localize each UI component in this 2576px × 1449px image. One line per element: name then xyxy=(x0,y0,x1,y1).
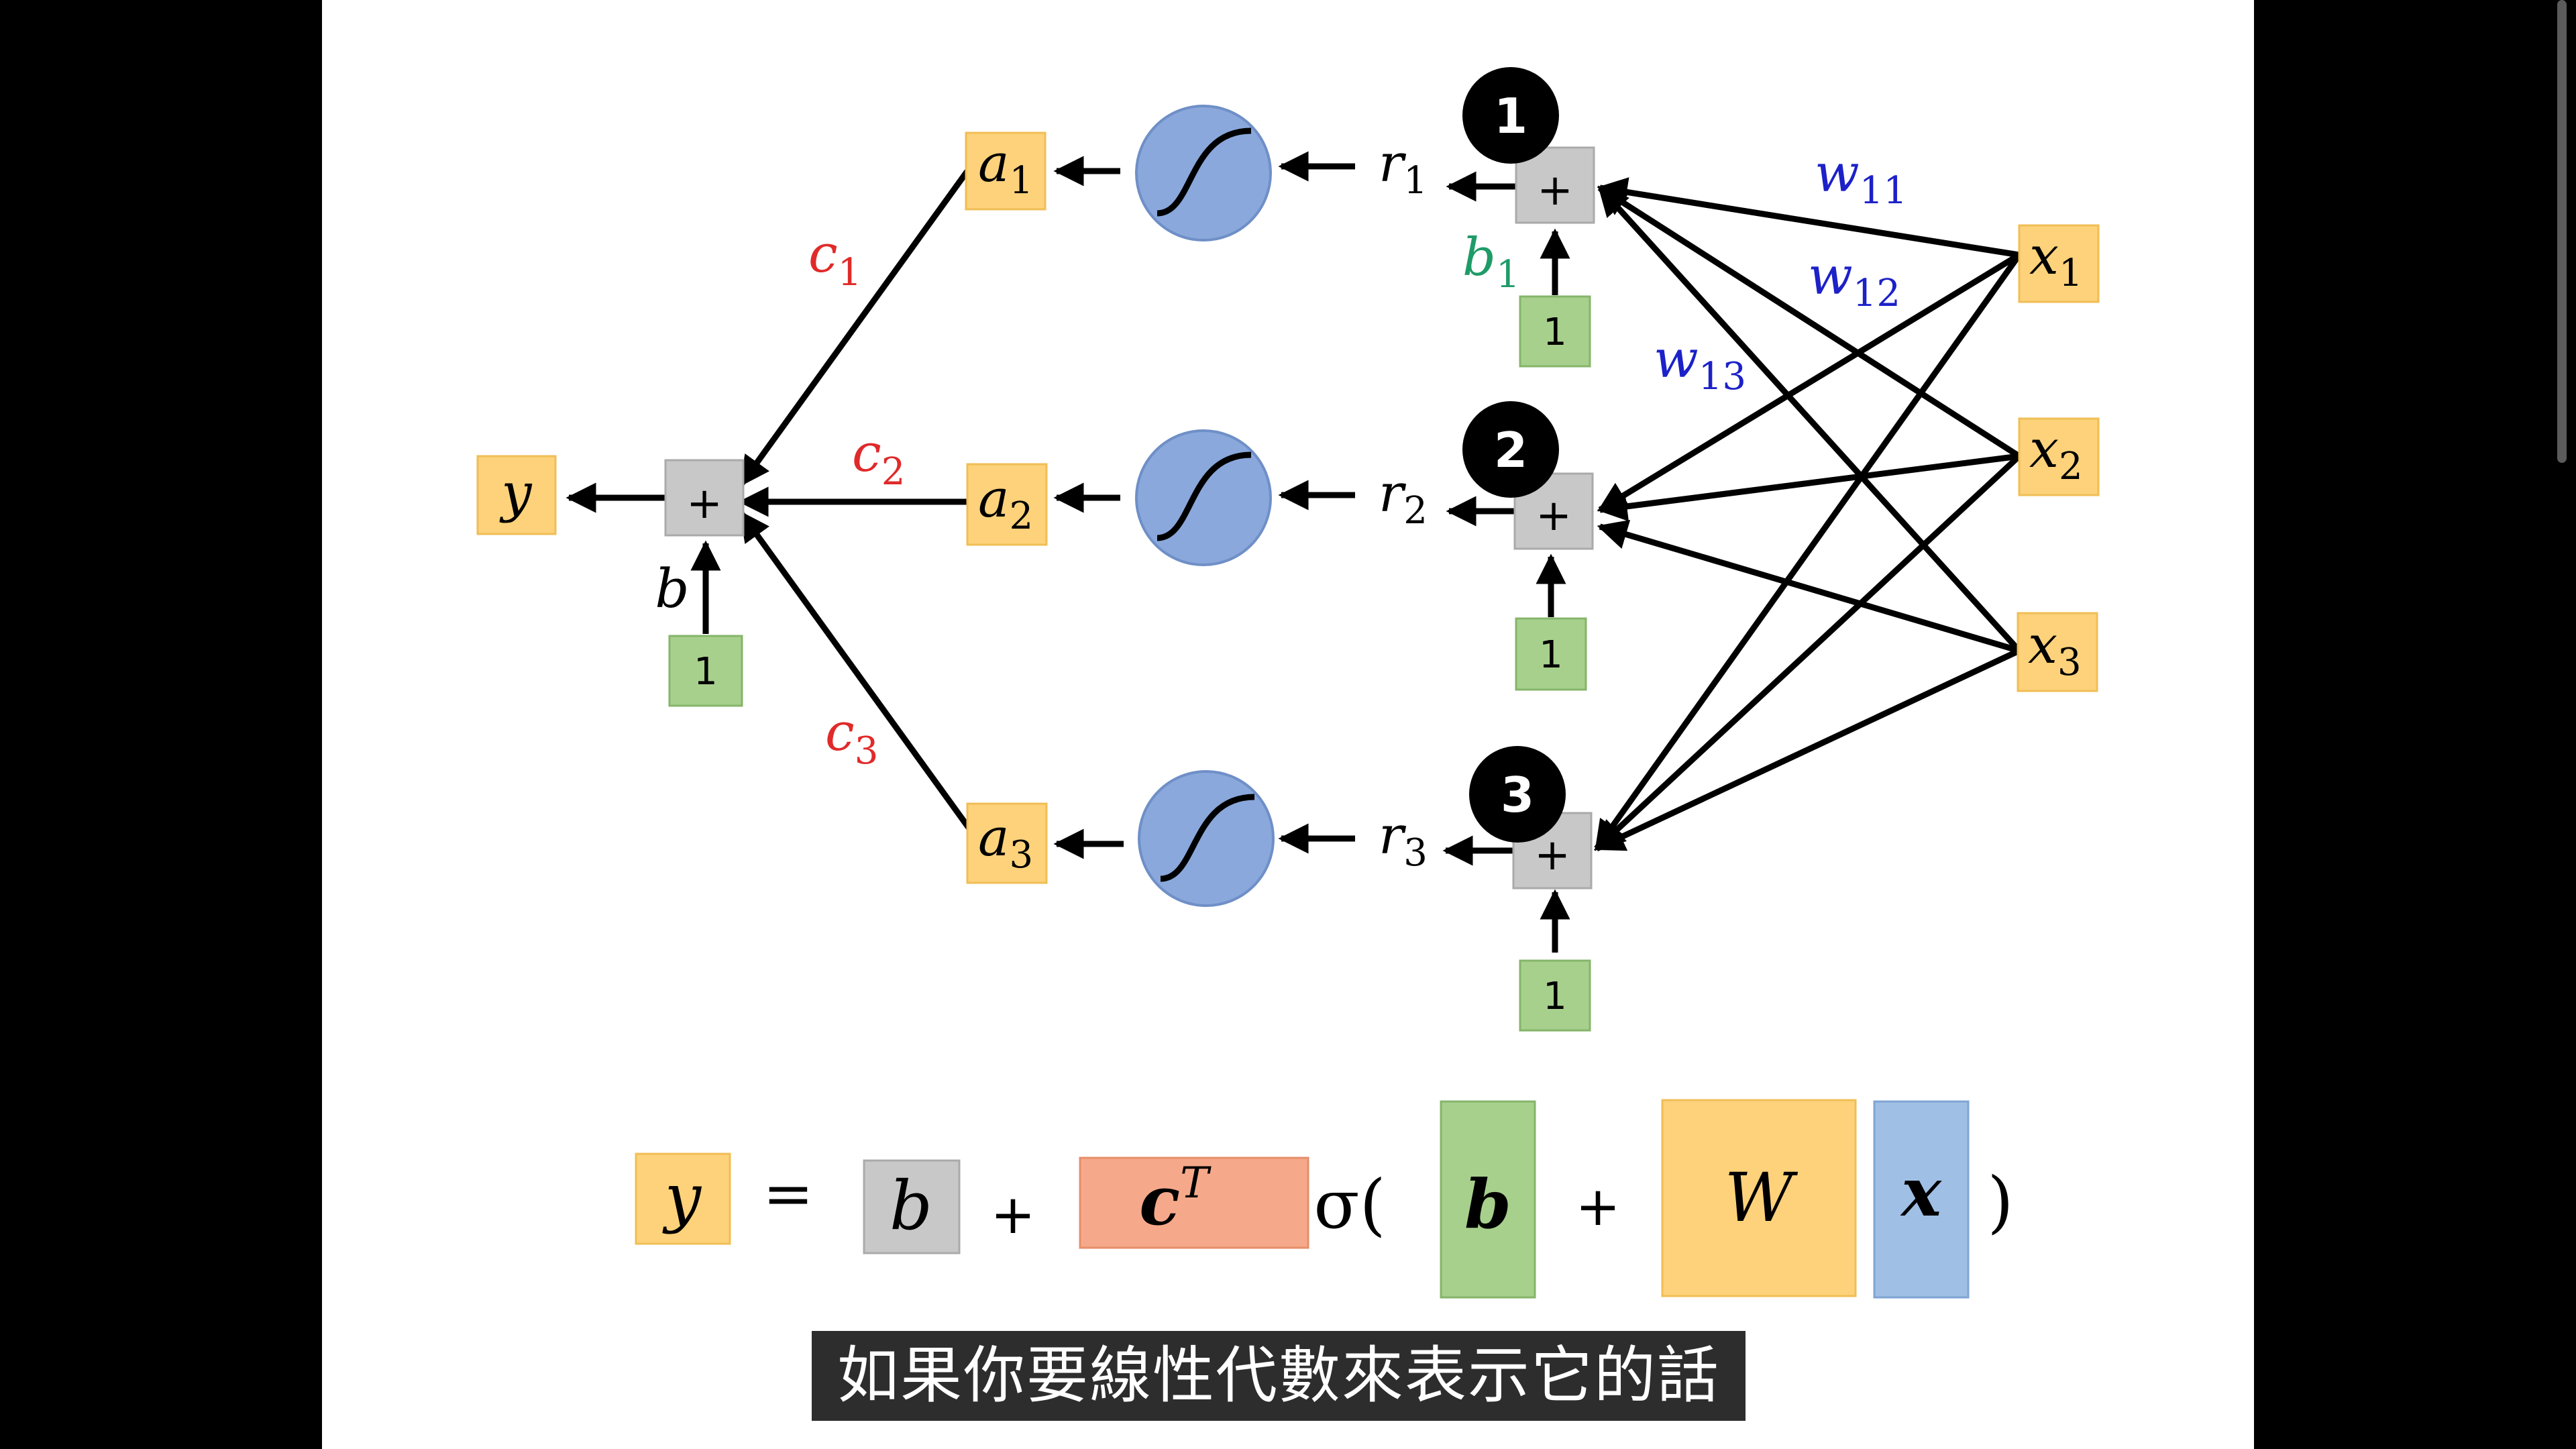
output-plus-sign: + xyxy=(686,479,722,529)
x3-label: x3 xyxy=(2028,615,2082,684)
eq-b-scalar-box xyxy=(863,1159,961,1254)
eq-close-paren: ) xyxy=(1987,1163,2013,1241)
edge-x1-r3 xyxy=(1594,253,2022,851)
r3-label: r3 xyxy=(1379,806,1428,875)
c1-label: c1 xyxy=(808,224,861,294)
svg-text:3: 3 xyxy=(1501,767,1534,823)
scrollbar-thumb[interactable] xyxy=(2557,0,2567,463)
slide: y + b 1 c1 c2 c3 a1 a2 a3 r1 r2 r3 + + +… xyxy=(322,0,2254,1449)
eq-b-vec: b xyxy=(1464,1165,1511,1244)
y-output-box xyxy=(476,455,557,535)
edge-x2-r1 xyxy=(1597,185,2021,459)
bias-one-1 xyxy=(1519,295,1591,368)
eq-equals: = xyxy=(763,1159,813,1229)
x1-label: x1 xyxy=(2029,226,2083,295)
a2-box xyxy=(966,463,1048,546)
c3-label: c3 xyxy=(825,702,878,773)
sum3-plus: + xyxy=(1534,830,1570,880)
a1-label: a1 xyxy=(978,133,1033,203)
output-one-label: 1 xyxy=(694,650,718,694)
a3-label: a3 xyxy=(978,808,1033,877)
a3-box xyxy=(966,802,1048,884)
edge-x3-r2 xyxy=(1597,519,2021,654)
eq-cT: cT xyxy=(1139,1159,1212,1240)
b1-label: b1 xyxy=(1462,227,1520,297)
edge-x3-r3 xyxy=(1593,647,2021,852)
sigmoid-1 xyxy=(1135,105,1272,241)
flow-arrows xyxy=(566,151,1570,953)
svg-text:2: 2 xyxy=(1494,422,1527,478)
x2-label: x2 xyxy=(2029,419,2083,488)
equation: y = b + cT σ( b + W x ) xyxy=(635,1099,2014,1299)
sigmoid-2 xyxy=(1135,429,1272,566)
eq-c-box xyxy=(1079,1157,1309,1249)
sigmoid-3 xyxy=(1138,770,1275,907)
badge-2: 2 xyxy=(1462,401,1559,498)
eq-y: y xyxy=(662,1160,702,1235)
w13-label: w13 xyxy=(1654,329,1746,398)
edge-x1-r1 xyxy=(1597,177,2020,258)
bias-one-2 xyxy=(1515,617,1587,691)
y-output-label: y xyxy=(499,462,533,524)
sum2-plus: + xyxy=(1536,491,1572,541)
eq-sigma-open: σ( xyxy=(1313,1165,1385,1244)
x3-box xyxy=(2017,612,2098,692)
w11-label: w11 xyxy=(1815,144,1907,213)
r1-label: r1 xyxy=(1379,133,1428,203)
sum1-plus: + xyxy=(1537,166,1573,215)
svg-text:1: 1 xyxy=(1494,88,1527,144)
badge-1: 1 xyxy=(1462,67,1559,164)
bias-one-3 xyxy=(1519,959,1591,1032)
neural-network-diagram: y + b 1 c1 c2 c3 a1 a2 a3 r1 r2 r3 + + +… xyxy=(476,67,2100,1299)
edge-x2-r2 xyxy=(1597,453,2020,522)
r2-label: r2 xyxy=(1379,464,1428,533)
bias-one-2-label: 1 xyxy=(1539,633,1563,677)
edge-x1-r2 xyxy=(1597,252,2021,513)
eq-W: W xyxy=(1725,1159,1799,1237)
eq-x-vec: x xyxy=(1900,1152,1942,1232)
output-bias-label: b xyxy=(655,557,689,620)
w12-label: w12 xyxy=(1808,246,1900,315)
edge-x2-r3 xyxy=(1594,453,2022,851)
eq-plus-1: + xyxy=(990,1183,1035,1246)
weight-edges xyxy=(1593,177,2022,852)
bias-one-1-label: 1 xyxy=(1543,311,1567,354)
arrow-a3-out xyxy=(739,511,977,837)
arrow-a1-out xyxy=(739,169,970,487)
x2-box xyxy=(2018,417,2100,496)
x1-box xyxy=(2018,224,2100,303)
a2-label: a2 xyxy=(978,469,1033,538)
output-sum-node xyxy=(664,459,745,537)
edge-x3-r1 xyxy=(1597,185,2022,653)
c2-label: c2 xyxy=(852,423,905,494)
eq-b-vec-box xyxy=(1440,1100,1536,1299)
eq-x-box xyxy=(1873,1100,1970,1299)
bias-one-3-label: 1 xyxy=(1543,975,1567,1018)
a1-box xyxy=(965,131,1046,211)
eq-y-box xyxy=(635,1152,731,1245)
eq-b-scalar: b xyxy=(890,1167,932,1245)
eq-plus-2: + xyxy=(1575,1175,1620,1238)
eq-W-box xyxy=(1661,1099,1857,1297)
subtitle-caption: 如果你要線性代數來表示它的話 xyxy=(812,1331,1746,1421)
badge-3: 3 xyxy=(1469,746,1566,843)
output-one-box xyxy=(668,635,743,707)
sum-node-1 xyxy=(1515,146,1595,224)
